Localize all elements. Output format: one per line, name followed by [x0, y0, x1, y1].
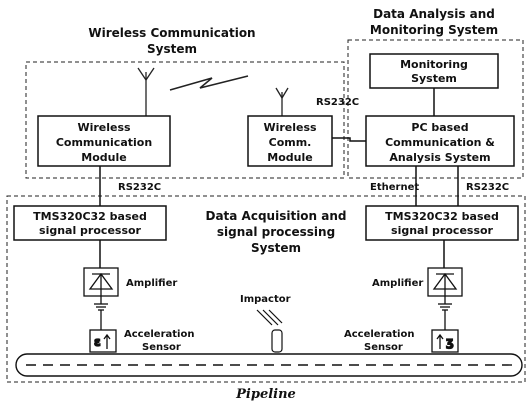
region-title-analysis-line1: Data Analysis and — [373, 7, 495, 21]
dsp-right-line2: signal processor — [391, 224, 494, 237]
rs232c-left-label: RS232C — [118, 182, 161, 193]
impactor-icon — [256, 309, 283, 353]
acceleration-sensor-right-icon: ʒ — [431, 329, 459, 353]
dsp-left-line1: TMS320C32 based — [33, 210, 147, 223]
region-title-wireless-line1: Wireless Communication — [88, 26, 255, 40]
wireless-link-zigzag — [169, 75, 249, 91]
acceleration-sensor-right-line2: Sensor — [364, 342, 403, 353]
region-title-wireless-line2: System — [147, 42, 197, 56]
dsp-right-box — [365, 205, 519, 241]
acceleration-sensor-left-icon: ε — [89, 329, 117, 353]
wireless-module-left-box — [37, 115, 171, 167]
impactor-label: Impactor — [240, 294, 291, 305]
region-title-acquisition-line3: System — [251, 241, 301, 255]
region-title-acquisition-line2: signal processing — [217, 225, 335, 239]
amplifier-right-label: Amplifier — [372, 278, 423, 289]
wireless-module-right-box — [247, 115, 333, 167]
wireless-module-left-line1: Wireless — [77, 121, 131, 134]
wireless-module-left-line2: Communication — [56, 136, 152, 149]
monitoring-system-line1: Monitoring — [400, 58, 468, 71]
region-title-wireless: Wireless Communication System — [88, 26, 255, 56]
pipeline-icon — [15, 353, 523, 377]
acceleration-sensor-right-line1: Acceleration — [344, 329, 414, 340]
svg-text:ʒ: ʒ — [446, 335, 454, 349]
pc-analysis-system-line3: Analysis System — [389, 151, 490, 164]
amplifier-left-icon — [83, 267, 119, 311]
wireless-module-left-line3: Module — [81, 151, 126, 164]
antenna-right-icon — [275, 87, 289, 116]
dsp-left-box — [13, 205, 167, 241]
pc-analysis-system-line1: PC based — [411, 121, 468, 134]
wireless-module-right-line2: Comm. — [269, 136, 312, 149]
amplifier-right-icon — [427, 267, 463, 311]
amplifier-left-label: Amplifier — [126, 278, 177, 289]
region-title-analysis: Data Analysis and Monitoring System — [370, 7, 498, 37]
region-title-acquisition-line1: Data Acquisition and — [205, 209, 346, 223]
region-analysis-border — [347, 39, 524, 179]
ethernet-label: Ethernet — [370, 182, 419, 193]
monitoring-system-box — [369, 53, 499, 89]
wireless-module-right-line3: Module — [267, 151, 312, 164]
antenna-left-icon — [137, 67, 155, 116]
dsp-right-line1: TMS320C32 based — [385, 210, 499, 223]
wireless-module-right-line1: Wireless — [263, 121, 317, 134]
svg-text:ε: ε — [94, 335, 101, 349]
wireless-to-pc-line — [332, 137, 366, 142]
rs232c-right-label: RS232C — [466, 182, 509, 193]
region-title-analysis-line2: Monitoring System — [370, 23, 498, 37]
rs232c-wireless-label: RS232C — [316, 97, 359, 108]
region-acquisition-border — [6, 195, 526, 383]
acceleration-sensor-left-line2: Sensor — [142, 342, 181, 353]
pc-analysis-system-line2: Communication & — [385, 136, 495, 149]
monitoring-system-line2: System — [411, 72, 457, 85]
acceleration-sensor-left-line1: Acceleration — [124, 329, 194, 340]
dsp-left-line2: signal processor — [39, 224, 142, 237]
pipeline-label: Pipeline — [235, 387, 296, 402]
region-title-acquisition: Data Acquisition and signal processing S… — [205, 209, 346, 255]
